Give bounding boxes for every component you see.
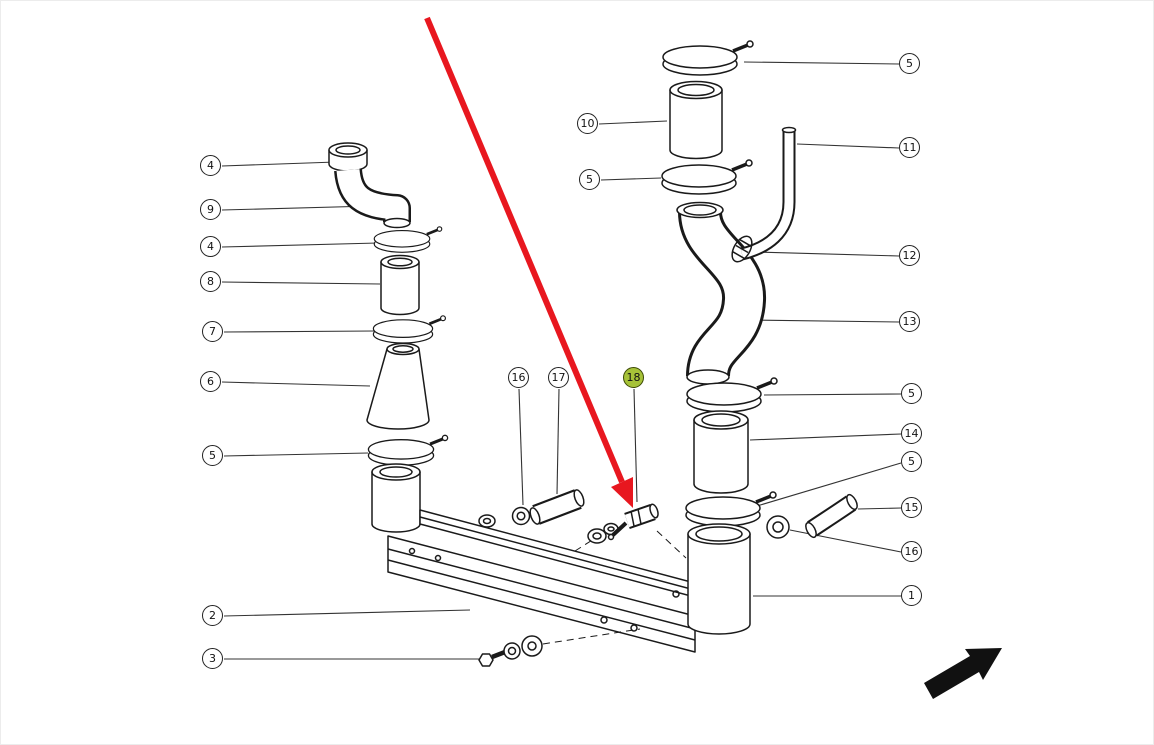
part-18-breather-valve: [607, 503, 659, 541]
callout-3[interactable]: 3: [202, 648, 223, 669]
callout-6[interactable]: 6: [200, 371, 221, 392]
callout-5d[interactable]: 5: [901, 383, 922, 404]
callout-1[interactable]: 1: [901, 585, 922, 606]
red-arrow-head: [611, 477, 633, 508]
callout-7[interactable]: 7: [202, 321, 223, 342]
callout-16a[interactable]: 16: [508, 367, 529, 388]
leader-lines: [221, 61, 902, 660]
callout-16b[interactable]: 16: [901, 541, 922, 562]
callout-5b[interactable]: 5: [579, 169, 600, 190]
callout-5a[interactable]: 5: [202, 445, 223, 466]
callout-13[interactable]: 13: [899, 311, 920, 332]
callout-17[interactable]: 17: [548, 367, 569, 388]
callout-18-highlighted[interactable]: 18: [623, 367, 644, 388]
callout-5c[interactable]: 5: [899, 53, 920, 74]
callout-5e[interactable]: 5: [901, 451, 922, 472]
callout-12[interactable]: 12: [899, 245, 920, 266]
callout-9[interactable]: 9: [200, 199, 221, 220]
callout-2[interactable]: 2: [202, 605, 223, 626]
callout-8[interactable]: 8: [200, 271, 221, 292]
frame-channel: [387, 509, 707, 653]
callout-4b[interactable]: 4: [200, 236, 221, 257]
small-parts: [478, 489, 858, 667]
callout-15[interactable]: 15: [901, 497, 922, 518]
red-annotation-arrow: [424, 16, 633, 508]
callout-14[interactable]: 14: [901, 423, 922, 444]
direction-arrow-icon: [924, 648, 1002, 699]
left-hose-assembly: [328, 142, 450, 533]
callout-10[interactable]: 10: [577, 113, 598, 134]
callout-11[interactable]: 11: [899, 137, 920, 158]
callout-4a[interactable]: 4: [200, 155, 221, 176]
red-arrow-shaft: [424, 16, 625, 484]
middle-hose-assembly: [660, 39, 797, 635]
